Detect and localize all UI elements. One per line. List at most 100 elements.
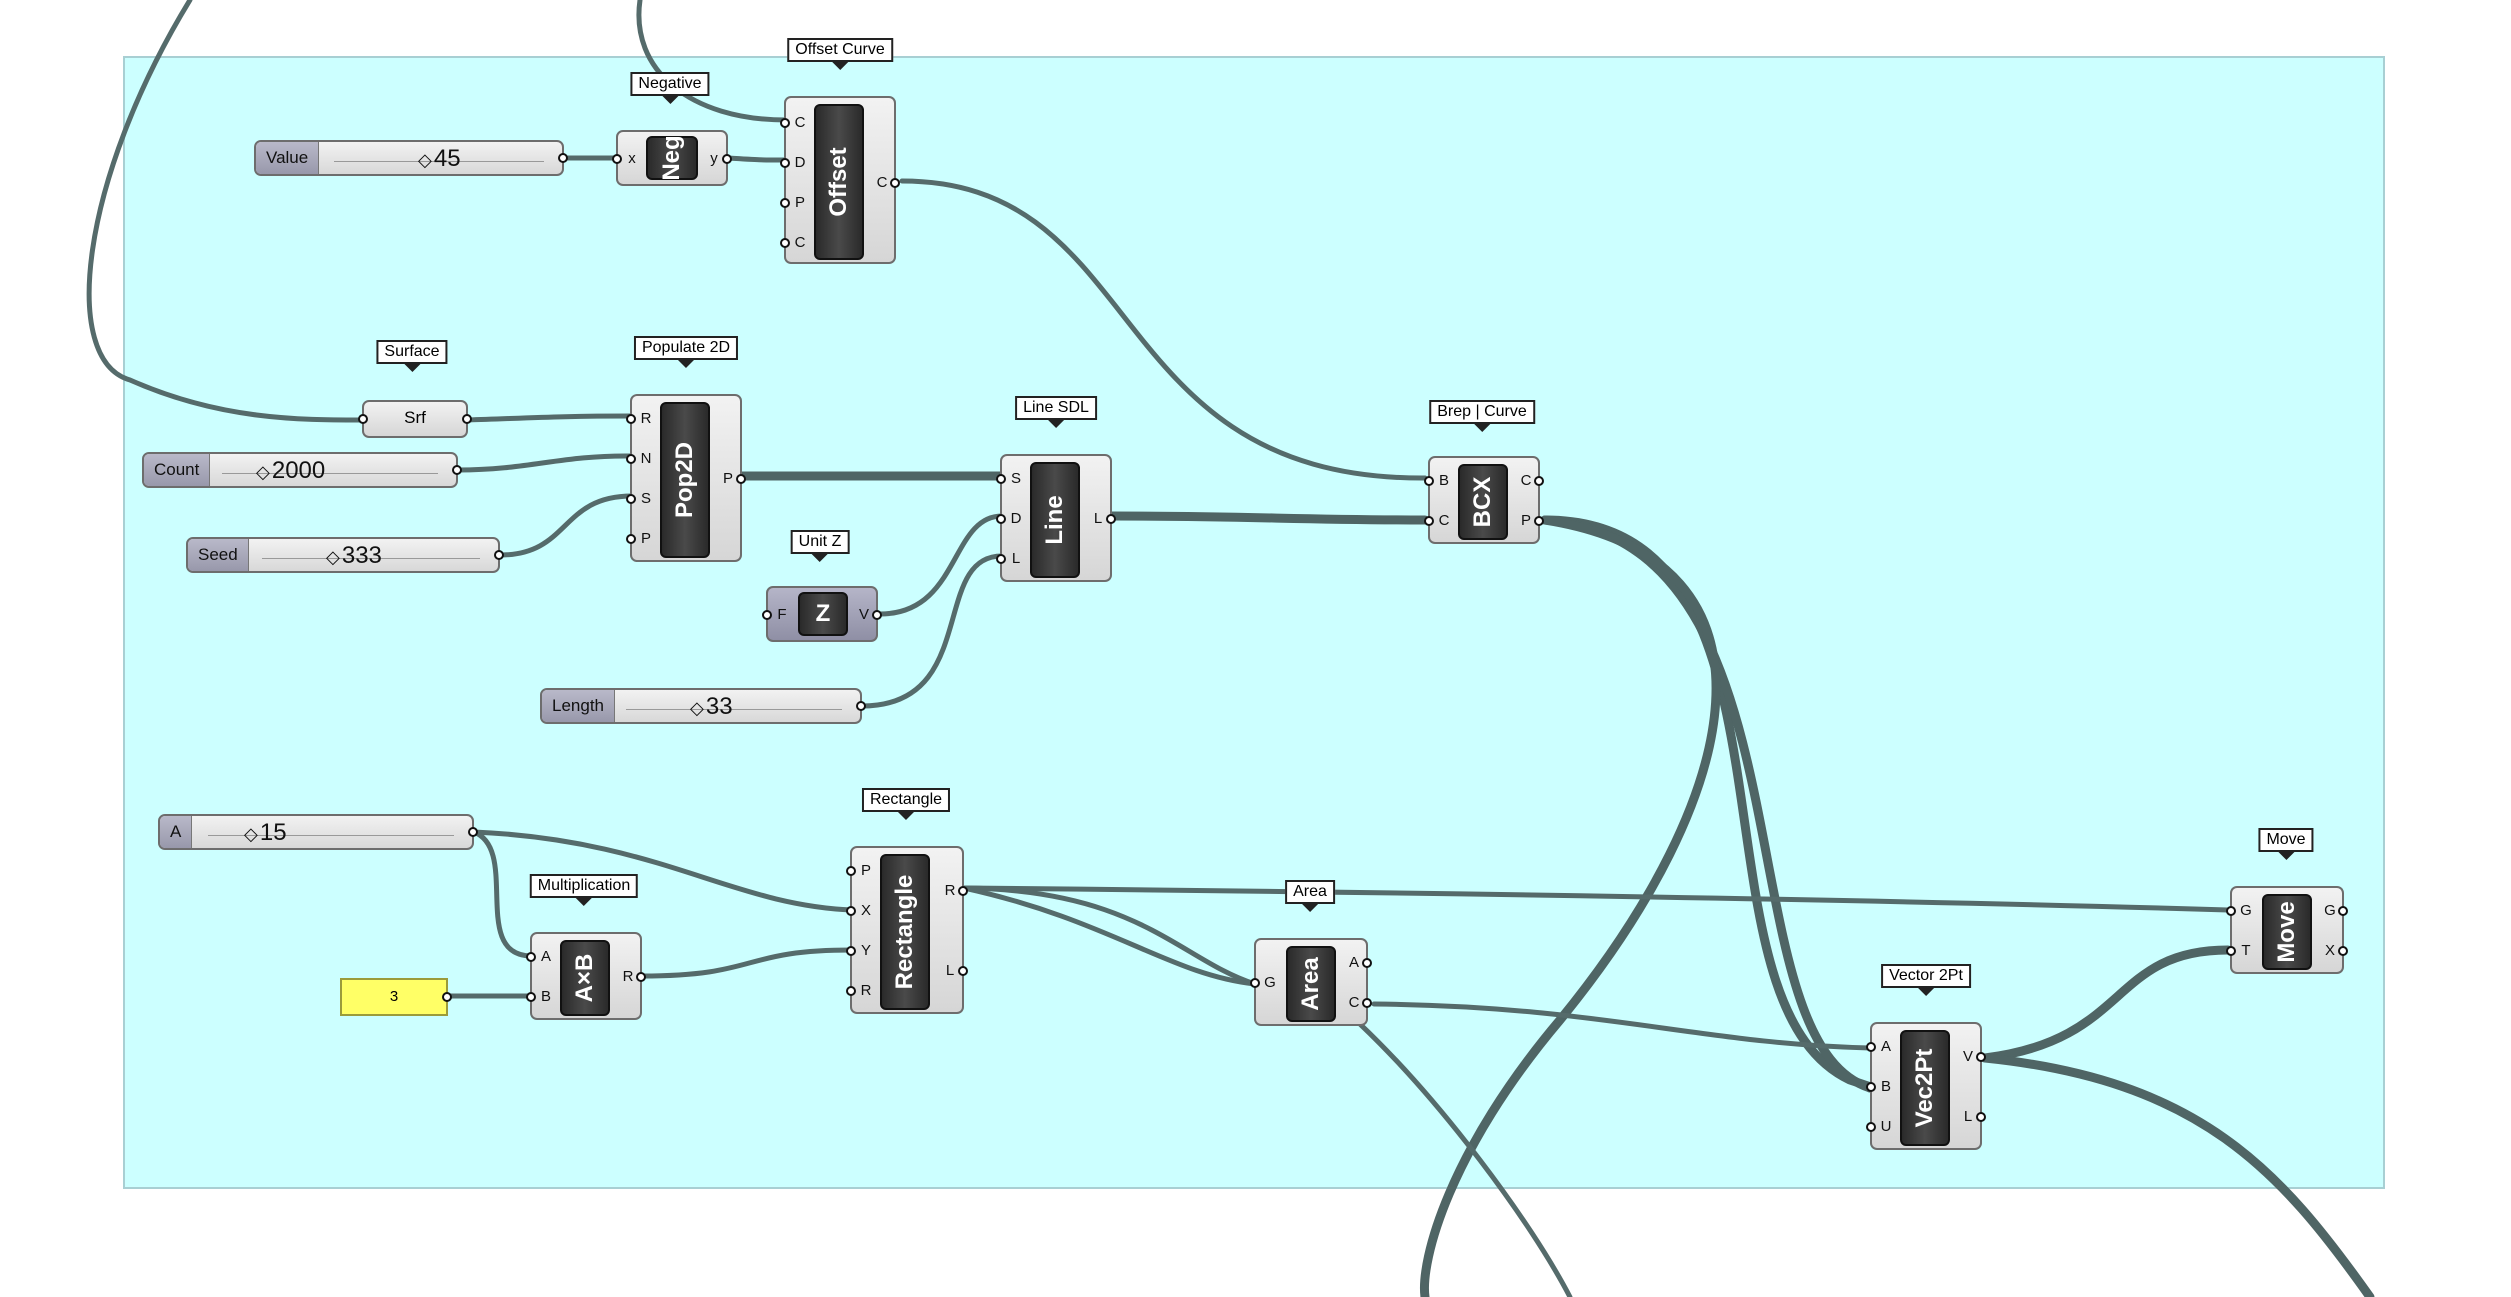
slider-seed-number: 333 [326, 541, 382, 572]
output-pin[interactable] [890, 178, 900, 188]
unit-z-component[interactable]: Z F V [762, 586, 882, 642]
output-pin[interactable] [1976, 1052, 1986, 1062]
port-y: Y [860, 942, 871, 959]
input-pin[interactable] [1424, 476, 1434, 486]
output-pin[interactable] [872, 610, 882, 620]
input-pin[interactable] [626, 534, 636, 544]
line-sdl-component[interactable]: Line S D L L [996, 454, 1116, 582]
panel-text: 3 [389, 988, 399, 1005]
input-pin[interactable] [846, 946, 856, 956]
input-pin[interactable] [612, 154, 622, 164]
output-pin[interactable] [462, 414, 472, 424]
input-pin[interactable] [2226, 906, 2236, 916]
output-pin[interactable] [1362, 958, 1372, 968]
port-d: D [1010, 510, 1022, 527]
slider-output-pin[interactable] [452, 465, 462, 475]
output-pin[interactable] [1362, 998, 1372, 1008]
area-core[interactable]: Area [1286, 946, 1336, 1022]
input-pin[interactable] [526, 952, 536, 962]
port-r: R [860, 982, 872, 999]
slider-output-pin[interactable] [558, 153, 568, 163]
input-pin[interactable] [846, 866, 856, 876]
output-pin[interactable] [958, 886, 968, 896]
input-pin[interactable] [1866, 1042, 1876, 1052]
output-pin[interactable] [1106, 514, 1116, 524]
slider-count[interactable]: Count 2000 [142, 452, 462, 488]
offset-curve-component[interactable]: Offset C D P C C [780, 96, 900, 264]
input-pin[interactable] [846, 986, 856, 996]
area-component[interactable]: Area G A C [1250, 938, 1372, 1026]
output-pin[interactable] [2338, 906, 2348, 916]
brep-curve-component[interactable]: BCX B C C P [1424, 456, 1544, 544]
line-sdl-core[interactable]: Line [1030, 462, 1080, 578]
input-pin[interactable] [996, 554, 1006, 564]
rectangle-component[interactable]: Rectangle P X Y R R L [846, 846, 968, 1014]
value-panel[interactable]: 3 [340, 978, 452, 1016]
slider-track[interactable] [208, 829, 454, 836]
input-pin[interactable] [1250, 978, 1260, 988]
slider-track[interactable] [626, 703, 842, 710]
output-pin[interactable] [722, 154, 732, 164]
output-pin[interactable] [1534, 516, 1544, 526]
slider-a[interactable]: A 15 [158, 814, 478, 850]
wire-area-vec [1371, 1001, 1873, 1051]
slider-output-pin[interactable] [494, 550, 504, 560]
slider-output-pin[interactable] [856, 701, 866, 711]
input-pin[interactable] [626, 414, 636, 424]
output-pin[interactable] [736, 474, 746, 484]
output-pin[interactable] [1534, 476, 1544, 486]
port-r-out: R [944, 882, 956, 899]
move-label: Move [2258, 828, 2314, 852]
input-pin[interactable] [2226, 946, 2236, 956]
slider-seed[interactable]: Seed 333 [186, 537, 504, 573]
populate2d-component[interactable]: Pop2D R N S P P [626, 394, 746, 562]
input-pin[interactable] [780, 238, 790, 248]
slider-track[interactable] [222, 467, 438, 474]
input-pin[interactable] [1866, 1122, 1876, 1132]
input-pin[interactable] [1424, 516, 1434, 526]
input-pin[interactable] [780, 118, 790, 128]
output-pin[interactable] [958, 966, 968, 976]
slider-length[interactable]: Length 33 [540, 688, 866, 724]
port-g: G [2240, 902, 2252, 919]
multiplication-component[interactable]: A×B A B R [526, 932, 646, 1020]
input-pin[interactable] [780, 158, 790, 168]
port-v: V [858, 606, 869, 623]
vector2pt-core[interactable]: Vec2Pt [1900, 1030, 1950, 1146]
move-component[interactable]: Move G T G X [2226, 886, 2348, 974]
surface-param[interactable]: Srf [358, 400, 472, 438]
input-pin[interactable] [996, 474, 1006, 484]
input-pin[interactable] [762, 610, 772, 620]
offset-curve-core[interactable]: Offset [814, 104, 864, 260]
vector2pt-component[interactable]: Vec2Pt A B U V L [1866, 1022, 1986, 1150]
rectangle-core[interactable]: Rectangle [880, 854, 930, 1010]
input-pin[interactable] [996, 514, 1006, 524]
populate2d-core[interactable]: Pop2D [660, 402, 710, 558]
move-core[interactable]: Move [2262, 894, 2312, 970]
wire-bcx-vec-b2 [1540, 515, 1875, 1093]
input-pin[interactable] [780, 198, 790, 208]
wire-surface-in [86, 0, 365, 423]
negative-component[interactable]: Neg x y [612, 130, 732, 186]
multiplication-core[interactable]: A×B [560, 940, 610, 1016]
port-t: T [2241, 942, 2251, 959]
unit-z-core[interactable]: Z [798, 592, 848, 636]
output-pin[interactable] [2338, 946, 2348, 956]
input-pin[interactable] [526, 992, 536, 1002]
port-c-out: C [876, 174, 888, 191]
brep-curve-core[interactable]: BCX [1458, 464, 1508, 540]
slider-output-pin[interactable] [468, 827, 478, 837]
negative-core[interactable]: Neg [646, 135, 698, 181]
output-pin[interactable] [442, 992, 452, 1002]
input-pin[interactable] [626, 494, 636, 504]
output-pin[interactable] [636, 972, 646, 982]
slider-length-number: 33 [690, 692, 733, 723]
input-pin[interactable] [1866, 1082, 1876, 1092]
port-x: x [628, 150, 636, 167]
input-pin[interactable] [626, 454, 636, 464]
input-pin[interactable] [358, 414, 368, 424]
input-pin[interactable] [846, 906, 856, 916]
slider-value[interactable]: Value 45 [254, 140, 568, 176]
output-pin[interactable] [1976, 1112, 1986, 1122]
